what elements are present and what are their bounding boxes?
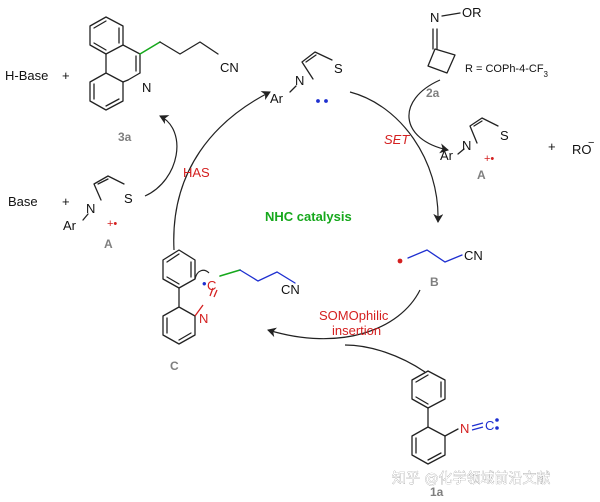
product-3a-cn-label: CN	[220, 60, 239, 75]
radical-cation-a-right-structure	[457, 117, 499, 155]
alkyl-radical-b-structure	[407, 249, 463, 263]
imidoyl-radical-c-structure	[162, 249, 296, 345]
base-text: Base	[8, 194, 38, 209]
carbene-lone-pair-dot	[324, 99, 328, 103]
a-left-s-atom: S	[124, 191, 133, 206]
radical-cation-a-left-structure	[82, 175, 125, 221]
cycle-center-label: NHC catalysis	[265, 209, 352, 224]
compound-a-left-label: A	[104, 237, 113, 251]
compound-c-label: C	[170, 359, 179, 373]
isocyanide-feed-arrow	[344, 344, 426, 373]
nhc-s-atom: S	[334, 61, 343, 76]
watermark-text: 知乎 @化学领域前沿文献	[392, 470, 550, 487]
nhc-n-atom: N	[295, 73, 304, 88]
has-arrow	[144, 115, 178, 197]
oxime-n-atom: N	[430, 10, 439, 25]
cycle-arrow-right-down	[349, 91, 444, 223]
alkoxide-ro-text: RO	[572, 142, 592, 157]
a-right-s-atom: S	[500, 128, 509, 143]
r-group-definition: R = COPh-4-CF3	[465, 63, 549, 79]
radical-dot	[397, 258, 403, 264]
isocyanide-lone-pair-dot	[495, 418, 499, 422]
plus-sign-1: +	[62, 68, 70, 83]
plus-sign-3: +	[62, 194, 70, 209]
nhc-catalyst-structure	[289, 51, 333, 93]
cycle-arrow-left-up	[173, 91, 271, 251]
single-electron-curve	[194, 269, 210, 280]
somophilic-insertion-arrow	[267, 289, 421, 340]
radical-b-cn-label: CN	[464, 248, 483, 263]
imidoyl-cn-label: CN	[281, 282, 300, 297]
isocyanide-lone-pair-dot	[495, 426, 499, 430]
imidoyl-radical-dot: •	[202, 276, 207, 291]
set-step-label: SET	[384, 132, 410, 147]
radical-cation-marker: +•	[107, 218, 117, 230]
a-left-ar-group: Ar	[63, 218, 77, 233]
compound-2a-label: 2a	[426, 86, 440, 100]
set-arrow	[408, 79, 449, 154]
has-step-label: HAS	[183, 165, 210, 180]
compound-1a-label: 1a	[430, 485, 444, 499]
imidoyl-n-atom: N	[199, 311, 208, 326]
isocyanide-c-atom: C	[485, 418, 494, 433]
compound-b-label: B	[430, 275, 439, 289]
compound-a-right-label: A	[477, 168, 486, 182]
a-left-n-atom: N	[86, 201, 95, 216]
alkoxide-charge: −	[588, 137, 594, 149]
carbene-lone-pair-dot	[316, 99, 320, 103]
hbase-text: H-Base	[5, 68, 48, 83]
isocyanide-1a-structure	[411, 370, 459, 465]
oxime-ester-2a-structure	[427, 12, 461, 74]
product-3a-structure	[89, 16, 219, 111]
compound-3a-label: 3a	[118, 130, 132, 144]
isocyanide-triple-bond	[471, 422, 484, 427]
somophilic-step-label-line2: insertion	[332, 323, 381, 338]
a-right-n-atom: N	[462, 138, 471, 153]
radical-cation-marker: +•	[484, 153, 494, 165]
isocyanide-triple-bond	[471, 426, 484, 431]
product-3a-n-atom: N	[142, 80, 151, 95]
imidoyl-c-atom: C	[207, 278, 216, 293]
nhc-ar-group: Ar	[270, 91, 284, 106]
oxime-or-group: OR	[462, 5, 482, 20]
somophilic-step-label-line1: SOMOphilic	[319, 308, 389, 323]
plus-sign-2: +	[548, 139, 556, 154]
isocyanide-n-atom: N	[460, 421, 469, 436]
